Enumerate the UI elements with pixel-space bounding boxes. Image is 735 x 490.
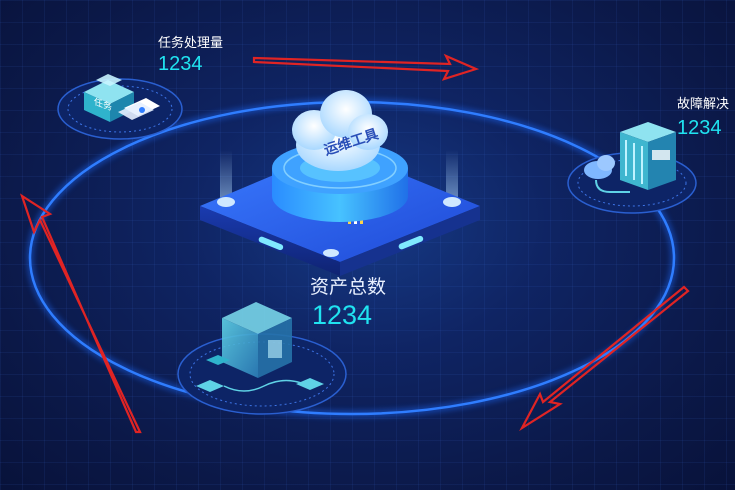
task-label: 任务处理量 [158,36,224,51]
assets-value: 1234 [312,300,373,330]
flow-arrows [19,53,690,434]
arrow-right-icon [252,53,480,81]
task-value: 1234 [158,53,203,75]
arrow-down-left-icon [519,285,690,432]
cloud-icon [292,90,388,171]
fault-node-graphic[interactable] [567,122,697,214]
arrow-up-icon [19,193,142,434]
asset-node-graphic[interactable] [177,302,347,415]
task-node-graphic[interactable]: 任务 [57,74,183,140]
fault-value: 1234 [677,117,722,139]
fault-label: 故障解决 [677,97,730,112]
central-platform-graphic[interactable]: 运维工具 [200,90,480,276]
assets-label: 资产总数 [310,276,387,298]
